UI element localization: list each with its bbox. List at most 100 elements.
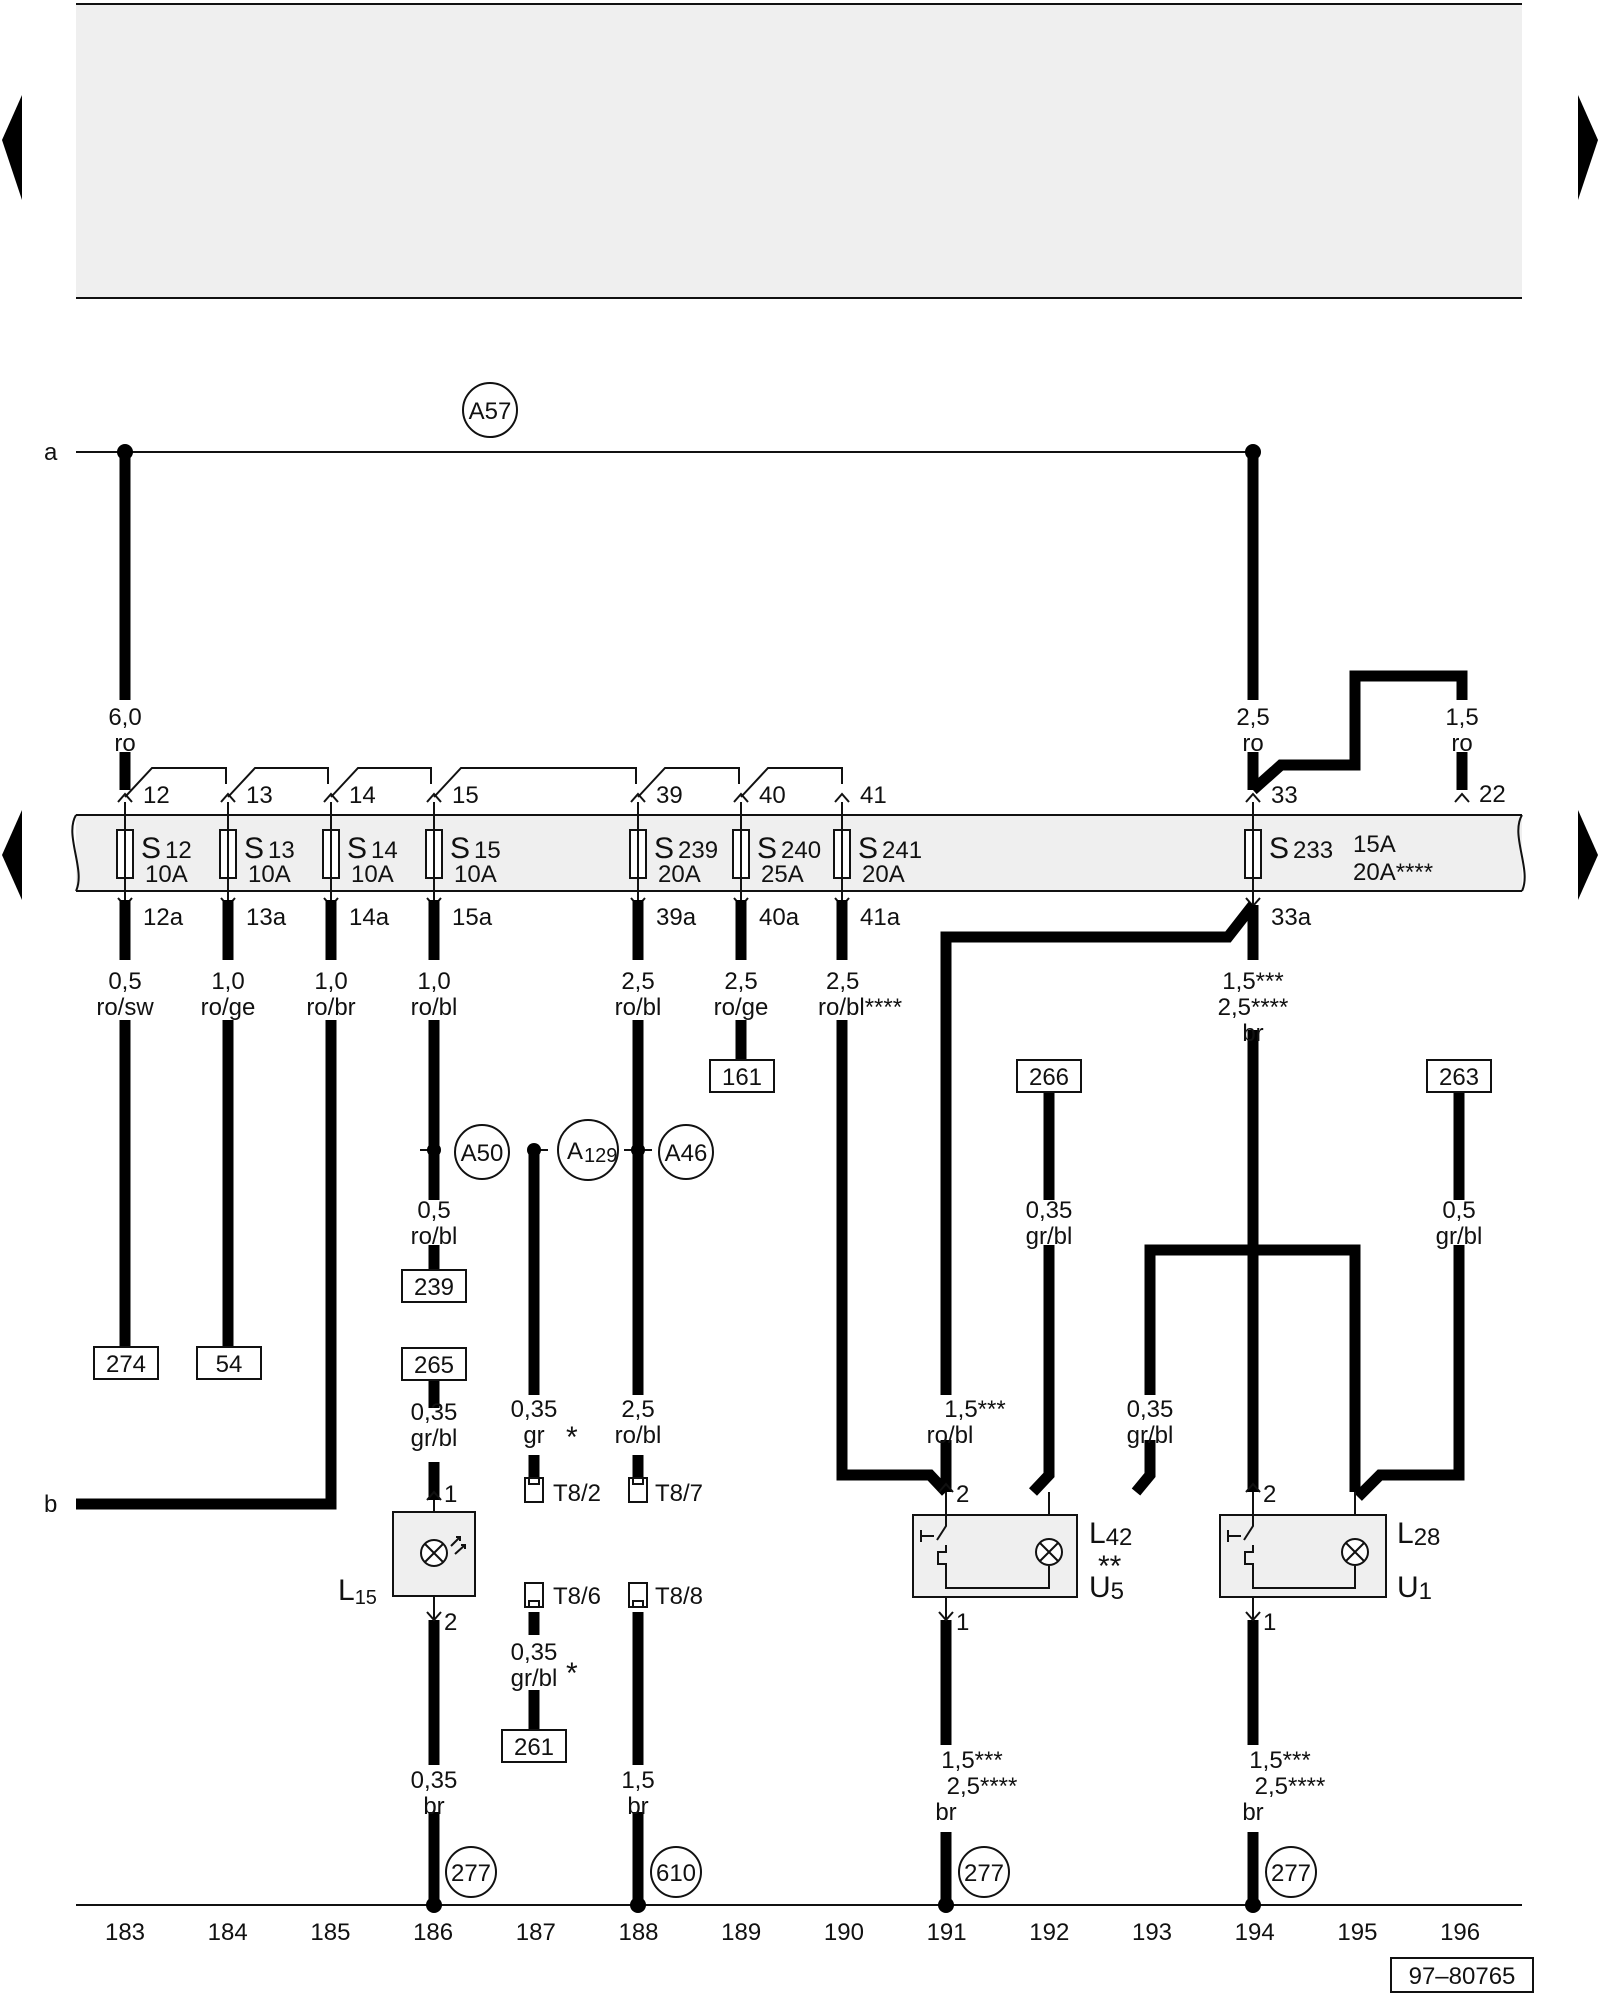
plug-t8-2: T8/2 bbox=[524, 1477, 601, 1507]
svg-text:274: 274 bbox=[106, 1351, 146, 1378]
wire-feed-22 bbox=[1249, 670, 1468, 795]
connector-a129: A129 bbox=[557, 1119, 619, 1181]
ref-239[interactable]: 239 bbox=[401, 1269, 467, 1303]
fuse-rating: 10A bbox=[248, 861, 291, 888]
svg-text:277: 277 bbox=[964, 1860, 1004, 1887]
track-number: 187 bbox=[516, 1919, 556, 1946]
fuse-pin-in: 41 bbox=[860, 782, 887, 809]
svg-text:A129: A129 bbox=[567, 1138, 617, 1167]
fuse-pin-out: 14a bbox=[349, 904, 390, 931]
track-number: 196 bbox=[1440, 1919, 1480, 1946]
svg-text:1: 1 bbox=[1263, 1609, 1276, 1636]
svg-text:263: 263 bbox=[1439, 1064, 1479, 1091]
next-section-arrow-icon[interactable] bbox=[1578, 810, 1598, 900]
ref-261[interactable]: 261 bbox=[501, 1729, 567, 1763]
fuse-box bbox=[71, 814, 1526, 892]
track-number: 194 bbox=[1235, 1919, 1275, 1946]
ground-277-186: 277 bbox=[445, 1846, 497, 1898]
star-l42: ** bbox=[1098, 1550, 1122, 1583]
svg-text:L28: L28 bbox=[1397, 1517, 1440, 1551]
wire-263-to-l28 bbox=[1354, 1090, 1465, 1501]
switch-icon bbox=[920, 1515, 947, 1582]
ref-54[interactable]: 54 bbox=[196, 1346, 262, 1380]
component-l15: 1 2 L15 bbox=[338, 1481, 476, 1636]
svg-text:A57: A57 bbox=[469, 398, 512, 425]
plug-t8-8: T8/8 bbox=[628, 1582, 703, 1610]
fuse-pin-in: 15 bbox=[452, 782, 479, 809]
pin-22: 22 bbox=[1454, 781, 1506, 808]
svg-text:239: 239 bbox=[414, 1274, 454, 1301]
ref-274[interactable]: 274 bbox=[93, 1346, 159, 1380]
fuse-rating: 20A bbox=[862, 861, 905, 888]
svg-text:T8/6: T8/6 bbox=[553, 1583, 601, 1610]
svg-text:54: 54 bbox=[216, 1351, 243, 1378]
header-panel bbox=[76, 3, 1522, 299]
track-number: 195 bbox=[1337, 1919, 1377, 1946]
svg-text:2: 2 bbox=[956, 1481, 969, 1508]
prev-page-arrow-icon[interactable] bbox=[2, 95, 22, 200]
wire-14a-to-b bbox=[76, 900, 337, 1510]
track-number: 184 bbox=[208, 1919, 248, 1946]
label-l42-in: 1,5***ro/bl bbox=[927, 1396, 1006, 1449]
ref-266[interactable]: 266 bbox=[1016, 1059, 1082, 1093]
svg-text:A46: A46 bbox=[665, 1140, 708, 1167]
ground-node-186 bbox=[426, 1897, 442, 1913]
ground-277-194: 277 bbox=[1265, 1846, 1317, 1898]
svg-text:277: 277 bbox=[451, 1860, 491, 1887]
track-number: 193 bbox=[1132, 1919, 1172, 1946]
fuse-pin-out: 39a bbox=[656, 904, 697, 931]
ref-161[interactable]: 161 bbox=[709, 1059, 775, 1093]
fuse-rating: 10A bbox=[145, 861, 188, 888]
svg-text:266: 266 bbox=[1029, 1064, 1069, 1091]
track-number: 190 bbox=[824, 1919, 864, 1946]
svg-text:U5: U5 bbox=[1089, 1571, 1124, 1605]
svg-text:T8/8: T8/8 bbox=[655, 1583, 703, 1610]
svg-text:610: 610 bbox=[656, 1860, 696, 1887]
switch-icon bbox=[1227, 1515, 1254, 1582]
plug-t8-6: T8/6 bbox=[524, 1582, 601, 1610]
track-number: 189 bbox=[721, 1919, 761, 1946]
svg-text:22: 22 bbox=[1479, 781, 1506, 808]
svg-text:L42: L42 bbox=[1089, 1517, 1132, 1551]
next-page-arrow-icon[interactable] bbox=[1578, 95, 1598, 200]
fuse-pin-in: 13 bbox=[246, 782, 273, 809]
fuse-pin-out: 13a bbox=[246, 904, 287, 931]
fuse-rating: 15A bbox=[1353, 831, 1396, 858]
label-33a: 1,5***2,5****br bbox=[1218, 968, 1289, 1047]
svg-text:265: 265 bbox=[414, 1352, 454, 1379]
track-number: 191 bbox=[927, 1919, 967, 1946]
prev-section-arrow-icon[interactable] bbox=[2, 810, 22, 900]
svg-text:2: 2 bbox=[1263, 1481, 1276, 1508]
track-number: 188 bbox=[618, 1919, 658, 1946]
fuse-input-bridges bbox=[124, 767, 843, 798]
track-number: 185 bbox=[310, 1919, 350, 1946]
svg-text:97–80765: 97–80765 bbox=[1409, 1963, 1516, 1990]
connector-a50: A50 bbox=[454, 1124, 510, 1180]
ref-263[interactable]: 263 bbox=[1426, 1059, 1492, 1093]
fuse-pin-in: 14 bbox=[349, 782, 376, 809]
wire-266-to-l42 bbox=[1028, 1090, 1055, 1496]
connector-a57: A57 bbox=[462, 382, 518, 438]
svg-text:U1: U1 bbox=[1397, 1571, 1432, 1605]
ref-265[interactable]: 265 bbox=[401, 1347, 467, 1381]
svg-text:1: 1 bbox=[444, 1481, 457, 1508]
track-number: 192 bbox=[1029, 1919, 1069, 1946]
